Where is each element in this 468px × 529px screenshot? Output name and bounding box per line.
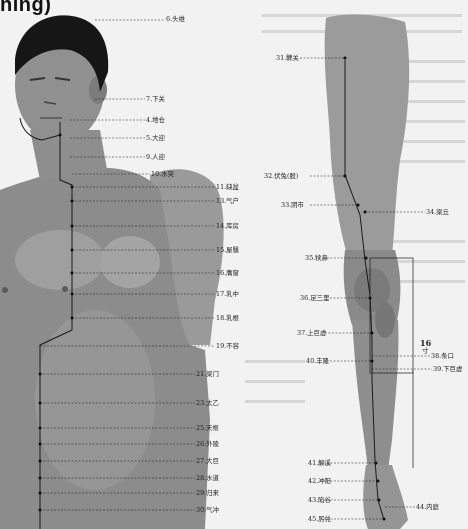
label-p33: 33.阴市 [281,202,304,209]
label-p9: 9.人迎 [146,154,165,161]
label-p18: 18.乳根 [216,315,239,322]
label-p4: 4.地仓 [146,117,165,124]
label-p31: 31.髀关 [276,55,299,62]
label-p37: 37.上巨虚 [297,330,326,337]
label-p39: 39.下巨虚 [433,366,462,373]
label-p34: 34.梁丘 [426,209,449,216]
label-p44: 44.内庭 [416,504,439,511]
label-p36: 36.足三里 [300,295,329,302]
label-p10: 10.水突 [151,171,174,178]
label-p23: 23.太乙 [196,400,219,407]
measure-mark-bottom: 寸 [422,348,428,355]
label-p41: 41.解溪 [308,460,331,467]
label-p16: 16.膺窗 [216,270,239,277]
label-p25: 25.天枢 [196,425,219,432]
label-p26: 26.外陵 [196,441,219,448]
label-p19: 19.不容 [216,343,239,350]
measure-mark-top: 16 [420,340,431,347]
label-p45: 45.厉兑 [308,516,331,523]
label-p11: 11.缺盆 [216,184,239,191]
label-p14: 14.库房 [216,223,239,230]
label-p5: 5.大迎 [146,135,165,142]
label-p6: 6.头维 [166,16,185,23]
label-p17: 17.乳中 [216,291,239,298]
label-p15: 15.屋翳 [216,247,239,254]
label-p35: 35.犊鼻 [305,255,328,262]
partial-heading: hing) [0,0,51,17]
label-p42: 42.冲阳 [308,478,331,485]
label-p43: 43.陷谷 [308,497,331,504]
label-p27: 27.大巨 [196,458,219,465]
label-p28: 28.水道 [196,475,219,482]
label-p21: 21.梁门 [196,371,219,378]
label-p38: 38.条口 [431,353,454,360]
label-p7: 7.下关 [146,96,165,103]
label-p40: 40.丰隆 [306,358,329,365]
label-p30: 30.气冲 [196,507,219,514]
label-p13: 13.气户 [216,198,239,205]
label-p32: 32.伏兔(股) [264,173,298,180]
label-p29: 29.归来 [196,490,219,497]
